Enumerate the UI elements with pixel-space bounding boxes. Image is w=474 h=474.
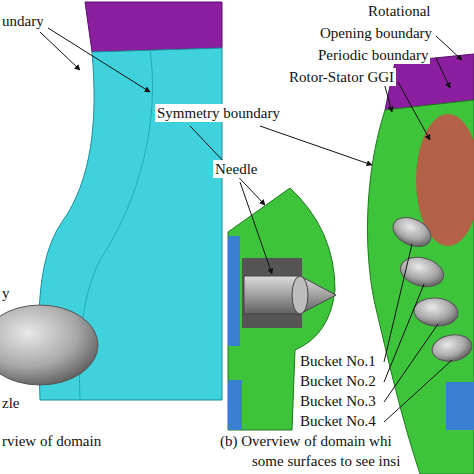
callout-label: undary [0,12,46,30]
opening-face [85,2,222,52]
leader-line [260,126,372,165]
needle [244,276,336,314]
leader-line [384,360,452,422]
bucket [413,296,459,328]
callout-label: Bucket No.1 [298,352,378,370]
needle-tip-ring [292,276,308,314]
inlet-face [228,380,242,430]
left-domain [0,2,222,400]
leader-lines [40,28,462,422]
callout-label: rview of domain [0,432,103,450]
callout-label: Opening boundary [318,24,434,42]
symmetry-face [446,382,474,430]
leader-line [436,36,462,60]
nozzle-body [0,305,98,385]
callout-label: (b) Overview of domain whi [218,432,394,450]
callout-label: Periodic boundary [316,46,430,64]
bucket [430,332,474,365]
callout-label: Rotational [366,2,433,20]
bucket [397,253,447,291]
callout-label: Bucket No.3 [298,392,378,410]
callout-label: zle [0,394,21,412]
inlet-face [228,236,240,346]
leader-line [398,82,430,140]
callout-label: Symmetry boundary [155,104,282,122]
leader-line [190,126,265,205]
callout-label: Bucket No.2 [298,372,378,390]
callout-label: Bucket No.4 [298,412,378,430]
callout-label: some surfaces to see insi [250,452,402,470]
leader-line [436,58,450,88]
leader-line [40,32,80,70]
leader-line [48,28,150,92]
leader-line [384,284,424,382]
callout-label: y [0,284,12,302]
callout-label: Rotor-Stator GGI [287,68,396,86]
leader-line [384,244,412,362]
leader-line [240,182,272,274]
leader-line [384,324,438,402]
callout-label: Needle [213,160,259,178]
